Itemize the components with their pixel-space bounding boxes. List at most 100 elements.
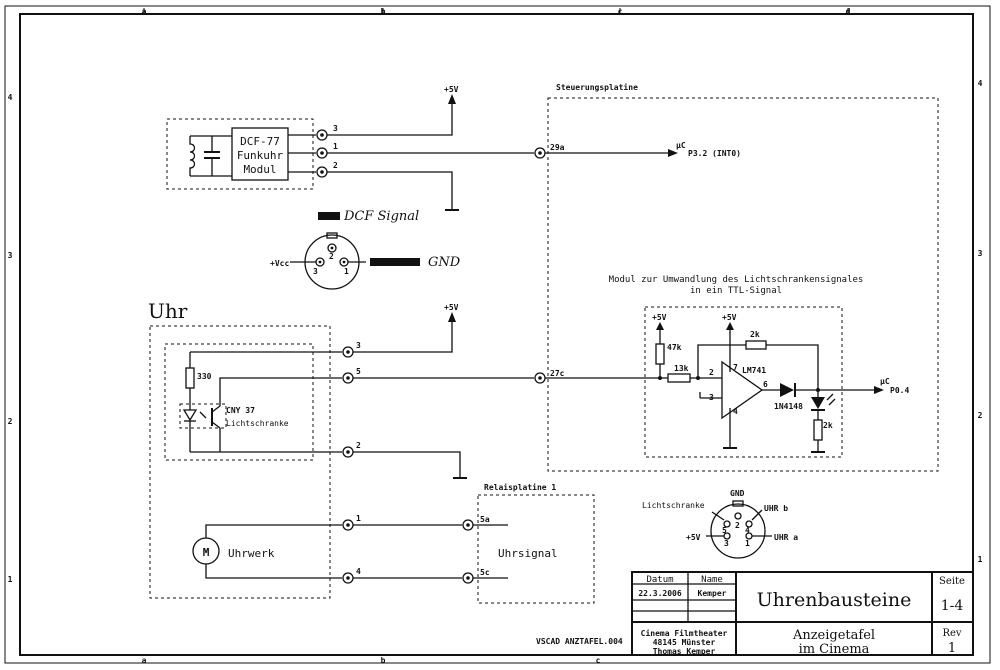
pin-number: 1 xyxy=(333,142,338,151)
arrow-right-icon xyxy=(668,149,678,157)
connector-pin-icon xyxy=(534,372,546,384)
dcf-module-border xyxy=(166,118,314,190)
din5-socket-icon xyxy=(710,503,766,559)
relay-center-label: Uhrsignal xyxy=(498,547,558,560)
connector5-uhr-a: UHR a xyxy=(774,533,798,542)
pin-number: 4 xyxy=(745,526,750,535)
pin-number: 3 xyxy=(313,267,318,276)
drawing-subtitle: Anzeigetafel xyxy=(792,628,875,643)
connector-pin-icon xyxy=(316,166,328,178)
ir-led-symbol xyxy=(182,409,198,422)
connector5-uhr-b: UHR b xyxy=(764,504,788,513)
relay-board: Relaisplatine 1 5a 5c Uhrsignal xyxy=(462,482,595,604)
grid-col-label: a xyxy=(142,656,147,665)
supply-label: +5V xyxy=(722,313,737,322)
pin-number: 1 xyxy=(344,267,349,276)
grid-markers: a b c d a b c 4 3 2 1 4 3 2 1 xyxy=(8,7,983,665)
resistor-value: 13k xyxy=(674,364,689,373)
grid-row-label: 2 xyxy=(8,417,13,426)
control-board-title: Steuerungsplatine xyxy=(556,82,638,92)
grid-row-label: 2 xyxy=(978,411,983,420)
connector-pin-icon xyxy=(342,572,354,584)
rev-value: 1 xyxy=(948,641,956,656)
uc-label: µC xyxy=(880,377,890,386)
dcf-module-label: Funkuhr xyxy=(237,149,284,162)
connector-pin-icon xyxy=(342,372,354,384)
connector5-gnd: GND xyxy=(730,489,745,498)
connector-pin-icon xyxy=(342,446,354,458)
uc-port-label: P3.2 (INT0) xyxy=(688,149,741,158)
date-column-header: Datum xyxy=(646,575,673,585)
name-value: Kemper xyxy=(698,589,727,598)
control-board: Steuerungsplatine Modul zur Umwandlung d… xyxy=(534,82,939,472)
drawing-subtitle: im Cinema xyxy=(799,642,870,657)
led-symbol xyxy=(811,397,825,409)
resistor-value: 2k xyxy=(750,330,760,339)
uc-label: µC xyxy=(676,141,686,150)
motor-symbol: M xyxy=(203,546,210,559)
connector-pin-icon xyxy=(734,512,742,520)
connector-pin-icon xyxy=(339,257,349,267)
dcf-connectors: 3 1 2 +5V 29a µC P3.2 (INT0) xyxy=(316,85,741,211)
connector-pin-icon xyxy=(462,519,474,531)
arrow-up-icon xyxy=(726,322,734,330)
pin-number: 5c xyxy=(480,568,490,577)
din-connector-note: DCF Signal 2 3 1 +Vcc GND xyxy=(270,209,461,290)
pin-number: 1 xyxy=(356,514,361,523)
grid-row-label: 3 xyxy=(8,251,13,260)
opamp-pin: 7 xyxy=(733,363,738,372)
opamp-pin: 4 xyxy=(733,407,738,416)
relay-board-border xyxy=(477,494,595,604)
pin-number: 1 xyxy=(745,539,750,548)
uc-port-label: P0.4 xyxy=(890,386,909,395)
dcf-module-group: DCF-77 Funkuhr Modul xyxy=(166,118,316,190)
sensor-border xyxy=(164,343,314,461)
ttl-module-border xyxy=(644,306,843,458)
drawing-title: Uhrenbausteine xyxy=(757,589,912,611)
rev-label: Rev xyxy=(942,628,961,639)
connector-pin-icon xyxy=(316,129,328,141)
resistor-symbol xyxy=(655,343,665,365)
connector-pin-icon xyxy=(723,520,731,528)
grid-col-label: b xyxy=(381,656,386,665)
connector-pin-icon xyxy=(327,243,337,253)
resistor-symbol xyxy=(745,340,767,350)
led-light-icon xyxy=(826,393,834,401)
name-column-header: Name xyxy=(701,575,723,585)
module-title: in ein TTL-Signal xyxy=(690,286,782,296)
motor-label: Uhrwerk xyxy=(228,547,275,560)
uhr-border xyxy=(149,325,331,599)
connector-pin-icon xyxy=(315,257,325,267)
connector-pin-icon xyxy=(462,572,474,584)
opamp-symbol xyxy=(721,360,764,420)
connector5-title: Lichtschranke xyxy=(642,501,705,510)
title-block: VSCAD ANZTAFEL.004 Datum Name 22.3.2006 … xyxy=(536,571,974,657)
vcc-label: +Vcc xyxy=(270,259,289,268)
diode-label: 1N4148 xyxy=(774,402,803,411)
supply-label: +5V xyxy=(444,85,459,94)
connector-pin-icon xyxy=(342,346,354,358)
dcf-module-label: DCF-77 xyxy=(240,135,280,148)
diode-symbol xyxy=(780,383,794,397)
file-name: VSCAD ANZTAFEL.004 xyxy=(536,637,623,646)
grid-row-label: 1 xyxy=(978,555,983,564)
pin-number: 5a xyxy=(480,515,490,524)
company-line: Cinema Filmtheater xyxy=(641,628,728,638)
dcf-module-label: Modul xyxy=(243,163,276,176)
pin-number: 4 xyxy=(356,567,361,576)
sensor-label: Lichtschranke xyxy=(226,419,289,428)
arrow-up-icon xyxy=(656,322,664,330)
connector-pin-icon xyxy=(342,519,354,531)
pin-number: 3 xyxy=(356,341,361,350)
company-line: 48145 Münster xyxy=(653,638,716,647)
uhr-section: Uhr 330 CNY 37 Lichtschranke 3 5 2 +5V xyxy=(148,299,534,599)
coil-symbol xyxy=(189,136,196,176)
pin-number: 2 xyxy=(356,441,361,450)
five-pin-connector: Lichtschranke GND 2 5 4 1 3 UHR b UHR a … xyxy=(642,489,798,559)
pin-number: 5 xyxy=(722,526,727,535)
opamp-pin: 6 xyxy=(763,380,768,389)
scribble-mark xyxy=(318,212,340,220)
pin-number: 5 xyxy=(356,367,361,376)
sheet-value: 1-4 xyxy=(941,598,964,614)
